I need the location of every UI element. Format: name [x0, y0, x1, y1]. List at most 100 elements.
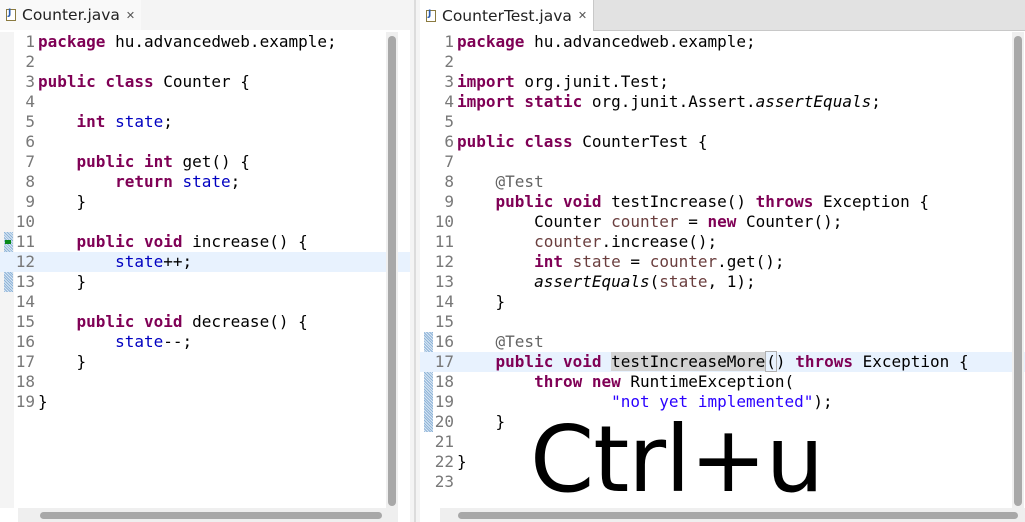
tab-label: CounterTest.java	[442, 6, 572, 25]
line-number: 18	[434, 372, 454, 391]
line-number: 16	[434, 332, 454, 351]
line-number: 15	[15, 312, 35, 331]
line-number: 6	[444, 132, 454, 151]
code-line: 2	[0, 52, 410, 72]
line-number: 19	[434, 392, 454, 411]
code-line: 13 }	[0, 272, 410, 292]
line-number: 22	[434, 452, 454, 471]
editor-tabbar: Counter.java ✕	[0, 0, 410, 30]
vertical-scrollbar[interactable]	[1014, 36, 1022, 506]
line-number: 13	[15, 272, 35, 291]
code-line: 7	[420, 152, 1025, 172]
line-number: 5	[25, 112, 35, 131]
line-number: 17	[15, 352, 35, 371]
line-number: 14	[434, 292, 454, 311]
line-number: 9	[25, 192, 35, 211]
line-number: 13	[434, 272, 454, 291]
line-number: 4	[25, 92, 35, 111]
line-number: 19	[15, 392, 35, 411]
code-line: 5	[420, 112, 1025, 132]
code-line: 4	[0, 92, 410, 112]
line-number: 1	[444, 32, 454, 51]
line-number: 8	[444, 172, 454, 191]
code-line: 18 throw new RuntimeException(	[420, 372, 1025, 392]
java-file-icon	[6, 8, 16, 21]
keyboard-shortcut-overlay: Ctrl+u	[530, 406, 824, 513]
line-number: 6	[25, 132, 35, 151]
line-number: 7	[444, 152, 454, 171]
code-line: 5 int state;	[0, 112, 410, 132]
code-line: 6	[0, 132, 410, 152]
code-line: 11 counter.increase();	[420, 232, 1025, 252]
line-number: 21	[434, 432, 454, 451]
line-number: 7	[25, 152, 35, 171]
line-number: 1	[25, 32, 35, 51]
line-number: 5	[444, 112, 454, 131]
code-line: 8 @Test	[420, 172, 1025, 192]
line-number: 3	[444, 72, 454, 91]
java-file-icon	[426, 9, 436, 22]
code-line: 10	[0, 212, 410, 232]
code-line: 11 public void increase() {	[0, 232, 410, 252]
current-line: 12 state++;	[0, 252, 410, 272]
code-line: 15	[420, 312, 1025, 332]
line-number: 2	[25, 52, 35, 71]
code-line: 22}	[420, 452, 1025, 472]
close-icon[interactable]: ✕	[125, 8, 136, 22]
editor-tabbar: CounterTest.java ✕	[420, 0, 1025, 31]
pane-splitter[interactable]	[410, 0, 420, 522]
code-line: 2	[420, 52, 1025, 72]
close-icon[interactable]: ✕	[577, 9, 588, 22]
code-line: 14 }	[420, 292, 1025, 312]
code-line: 17 }	[0, 352, 410, 372]
code-line: 21	[420, 432, 1025, 452]
tab-label: Counter.java	[22, 6, 120, 24]
code-line: 14	[0, 292, 410, 312]
line-number: 11	[15, 232, 35, 251]
horizontal-scrollbar[interactable]	[40, 512, 382, 519]
code-line: 19}	[0, 392, 410, 412]
code-line: 15 public void decrease() {	[0, 312, 410, 332]
code-line: 7 public int get() {	[0, 152, 410, 172]
code-line: 8 return state;	[0, 172, 410, 192]
horizontal-scrollbar[interactable]	[458, 512, 1018, 519]
line-number: 11	[434, 232, 454, 251]
line-number: 10	[15, 212, 35, 231]
line-number: 14	[15, 292, 35, 311]
line-number: 2	[444, 52, 454, 71]
line-number: 4	[444, 92, 454, 111]
line-number: 15	[434, 312, 454, 331]
line-number: 16	[15, 332, 35, 351]
code-line: 18	[0, 372, 410, 392]
breakpoint-marker-icon	[5, 240, 11, 244]
code-line: 10 Counter counter = new Counter();	[420, 212, 1025, 232]
line-number: 10	[434, 212, 454, 231]
change-marker	[424, 332, 433, 432]
code-line: 19 "not yet implemented");	[420, 392, 1025, 412]
vertical-scrollbar[interactable]	[388, 36, 396, 506]
tab-countertest-java[interactable]: CounterTest.java ✕	[420, 0, 595, 31]
code-line: 9 public void testIncrease() throws Exce…	[420, 192, 1025, 212]
line-number: 20	[434, 412, 454, 431]
line-number: 23	[434, 472, 454, 491]
code-line: 16 state--;	[0, 332, 410, 352]
line-number: 9	[444, 192, 454, 211]
line-number: 12	[434, 252, 454, 271]
occurrence-highlight: testIncreaseMore	[611, 352, 766, 371]
tab-counter-java[interactable]: Counter.java ✕	[0, 0, 142, 30]
code-line: 12 int state = counter.get();	[420, 252, 1025, 272]
code-line: 20 }	[420, 412, 1025, 432]
line-number: 8	[25, 172, 35, 191]
code-line: 23	[420, 472, 1025, 492]
current-line: 17 public void testIncreaseMore() throws…	[420, 351, 1025, 372]
